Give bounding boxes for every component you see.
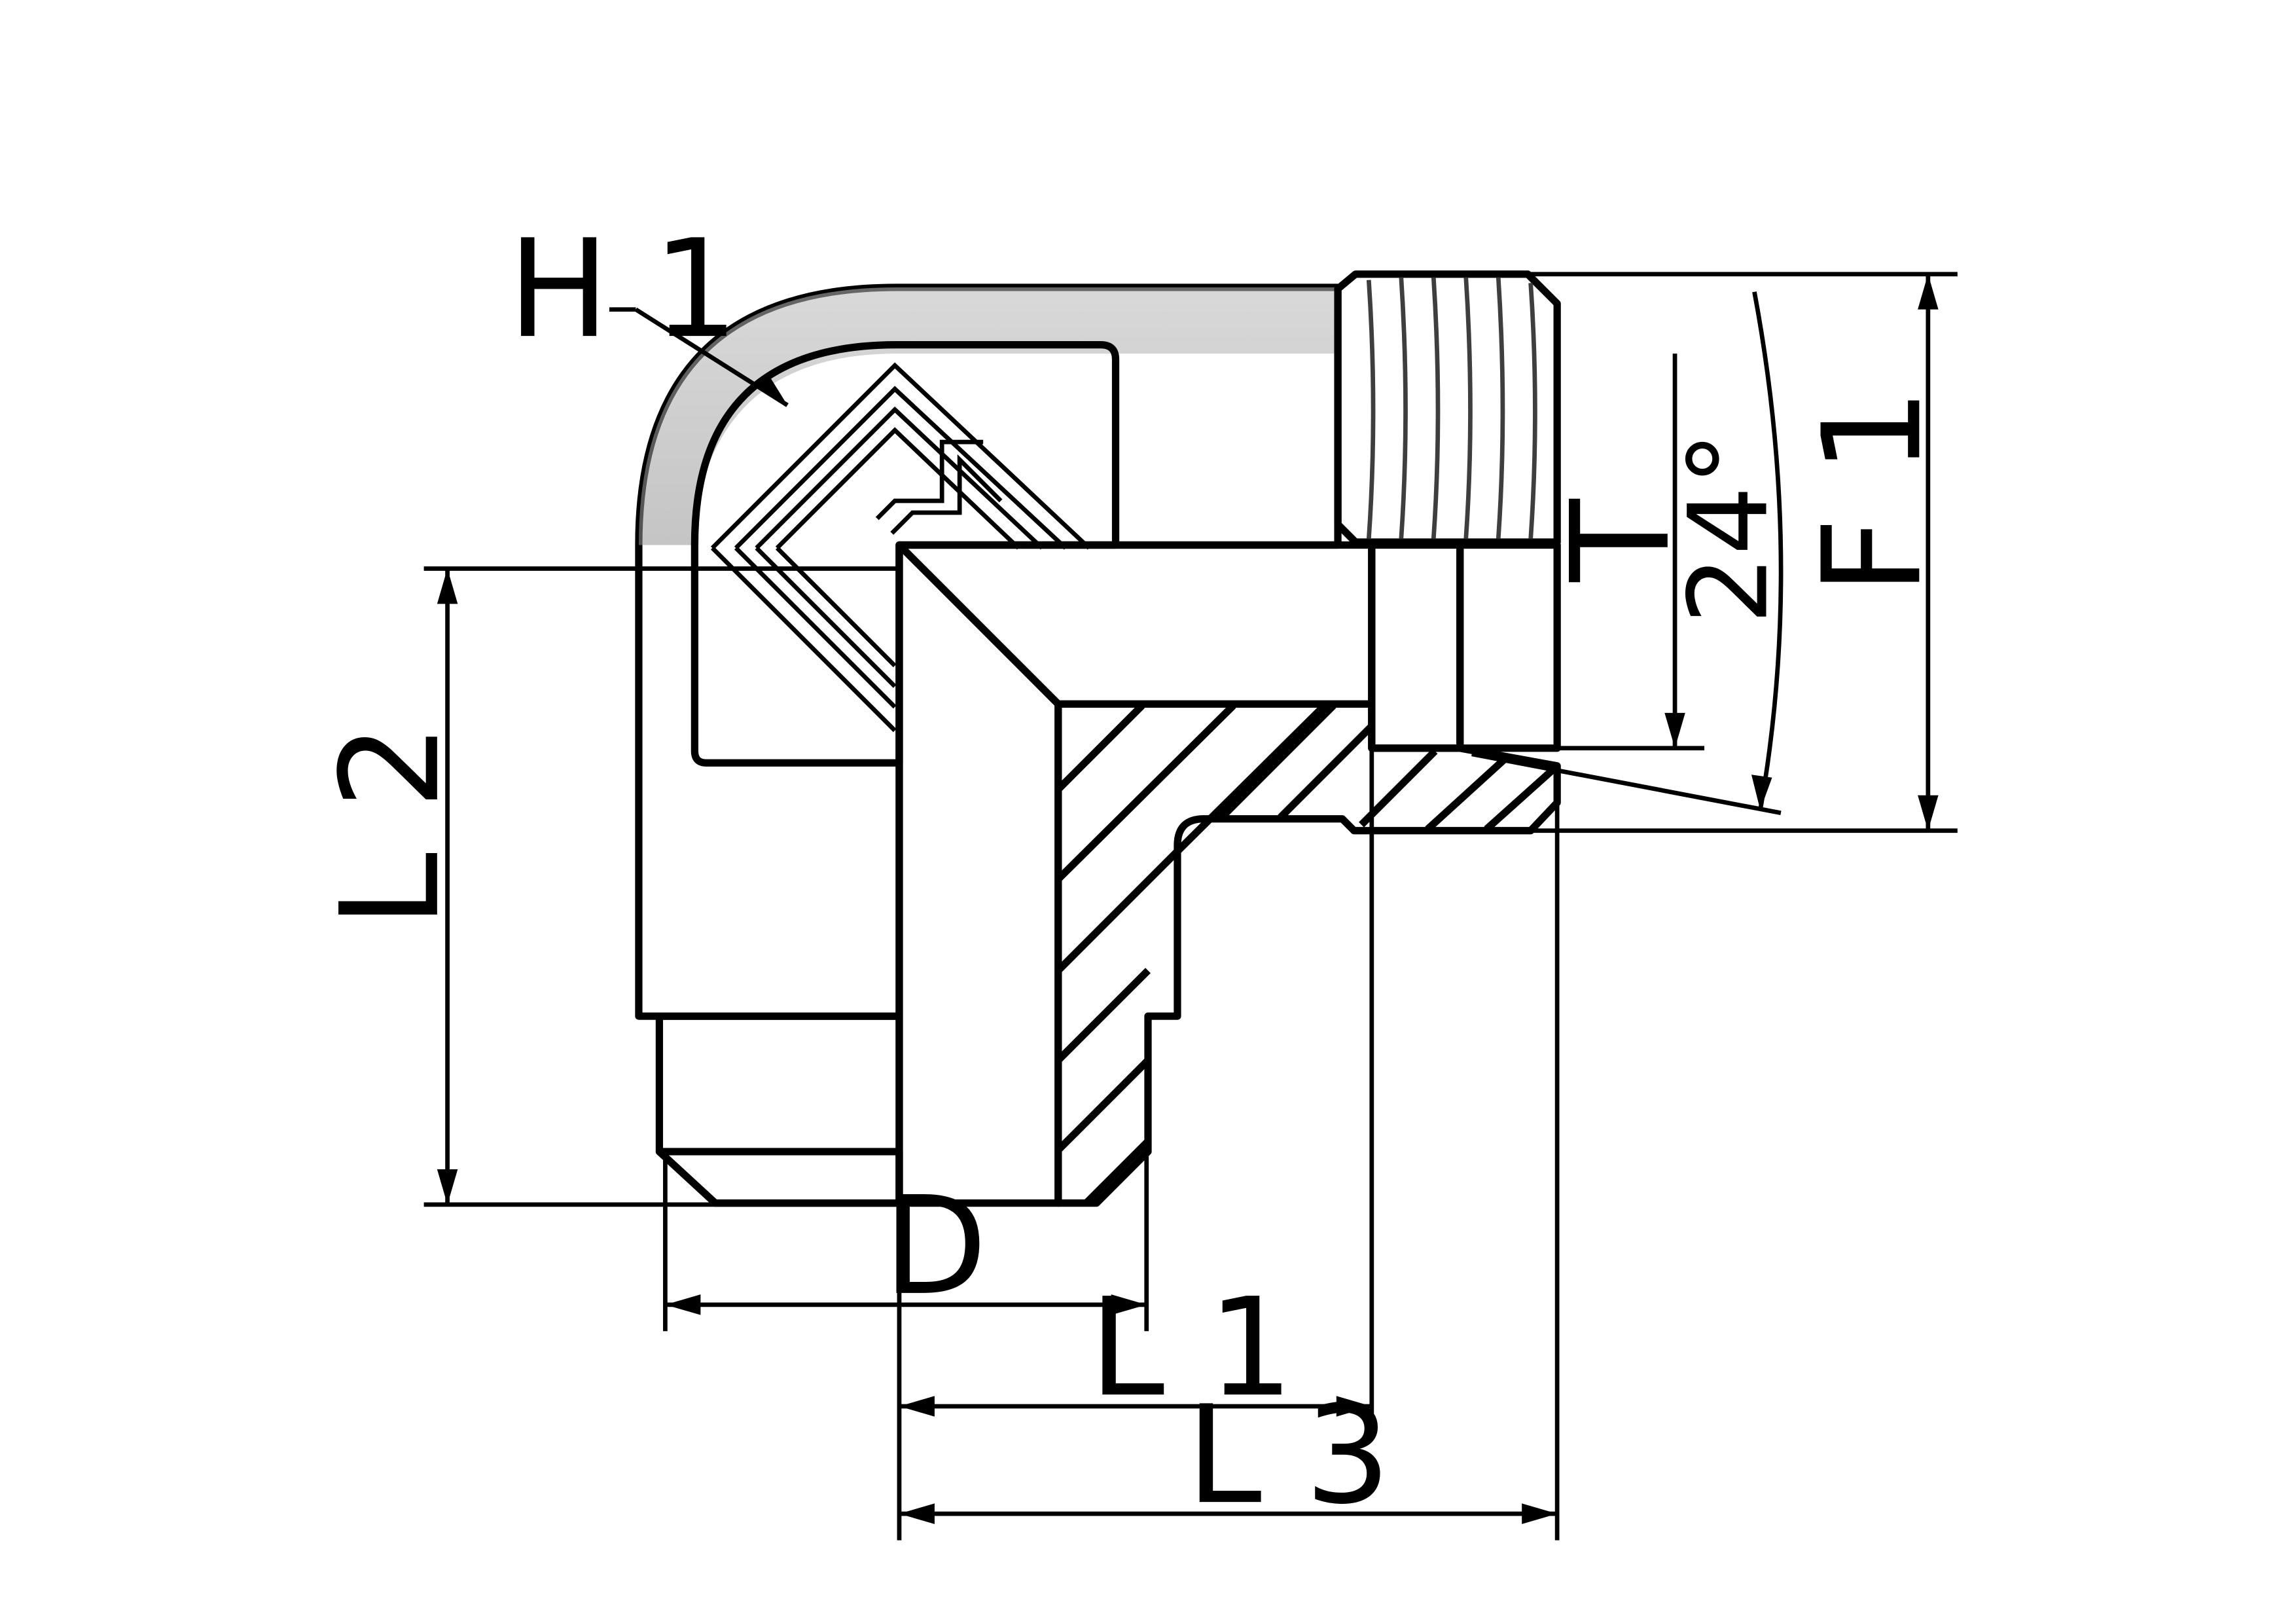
section-hatching (1055, 702, 1560, 1206)
thread-ridges (1366, 276, 1537, 539)
label-f1: F 1 (1793, 388, 1951, 595)
label-h1: H 1 (508, 210, 739, 368)
bottom-stub-chamfer (655, 1148, 903, 1207)
seat-ring-outer (1368, 541, 1464, 752)
wrench-flat-panel (691, 341, 1120, 767)
label-d: D (883, 1167, 987, 1325)
elbow-body-top-highlight (638, 287, 1338, 545)
label-l2: L 2 (312, 723, 469, 928)
inner-bore-horizontal (895, 541, 1376, 708)
brand-logo (710, 362, 1091, 733)
elbow-fitting (635, 270, 1561, 1207)
label-angle: 24° (1666, 431, 1792, 625)
inner-bore-vertical (895, 541, 1062, 1207)
dimension-lines (423, 272, 1958, 1541)
dimension-arrowheads (437, 274, 1939, 1524)
label-l1: L 1 (1089, 1269, 1294, 1427)
label-l3: L 3 (1186, 1376, 1391, 1534)
bottom-stub (655, 1012, 903, 1207)
section-cut (1054, 700, 1561, 1207)
label-t: T (1542, 499, 1700, 583)
